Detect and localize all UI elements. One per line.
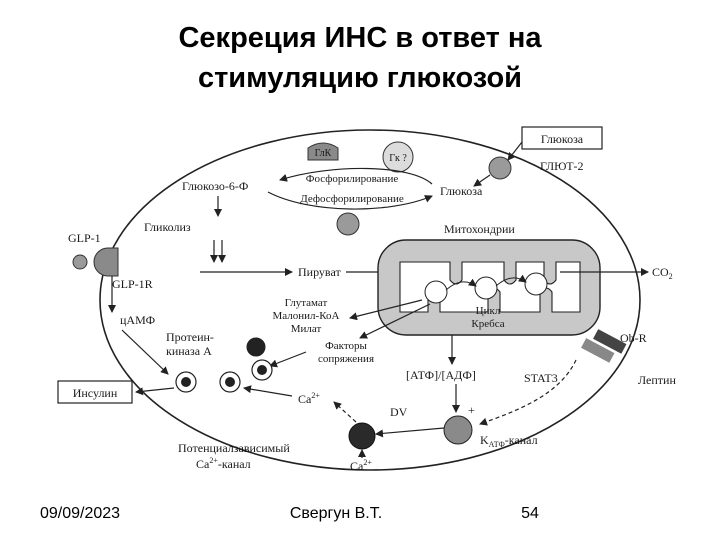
granules-to-insulin-arrow [135, 387, 175, 396]
leptin-label: Лептин [638, 373, 676, 387]
vgcc-superscript: 2+ [209, 456, 218, 465]
ca-to-granules-arrow [243, 385, 293, 397]
katp-label: KАТФ-канал [480, 433, 538, 449]
katp-channel [443, 415, 473, 445]
glucose-inflow-arrow [507, 141, 523, 161]
glut2-label: ГЛЮТ-2 [540, 159, 584, 173]
obr-label: Ob-R [620, 331, 647, 345]
krebs-node-1 [424, 280, 448, 304]
atp-adp-label: [АТФ]/[АДФ] [406, 368, 476, 382]
ca-out-superscript: 2+ [363, 458, 372, 467]
insulin-granule-2-core [225, 377, 235, 387]
glut2-transporter [488, 156, 512, 180]
metabolite-1: Глутамат [285, 297, 328, 309]
krebs-cycle-arrow-2 [495, 274, 527, 287]
slide-title: Секреция ИНС в ответ на стимуляцию глюко… [0, 18, 720, 98]
gk-label: Гк ? [389, 153, 407, 164]
stat3-label: STAT3 [524, 371, 558, 385]
glp1-ligand [72, 254, 88, 270]
footer-author: Свергун В.Т. [289, 505, 383, 522]
glucose-box [521, 126, 603, 150]
title-line-2: стимуляцию глюкозой [197, 62, 523, 94]
vgcc-suffix: -канал [218, 457, 251, 471]
footer-page-number: 54 [521, 505, 539, 522]
katp-subscript: АТФ [489, 440, 505, 449]
krebs-node-2 [474, 276, 498, 300]
katp-plus-sign: + [468, 403, 475, 417]
glk-enzyme [307, 142, 339, 161]
coupling-to-granules-arrow [269, 351, 307, 368]
gk-enzyme [382, 141, 414, 173]
glp1r-label: GLP-1R [112, 277, 153, 291]
ca-out-label: Ca2+ [350, 458, 372, 473]
pka-label-1: Протеин- [166, 330, 214, 344]
krebs-cycle-arrow-1 [445, 278, 477, 291]
vgcc-channel [348, 422, 376, 450]
pka-label-2: киназа А [166, 344, 212, 358]
co2-subscript: 2 [669, 272, 673, 281]
krebs-label-1: Цикл [476, 305, 501, 317]
insulin-label: Инсулин [73, 386, 118, 400]
cell-membrane [99, 129, 641, 471]
insulin-granule-3-core [257, 365, 267, 375]
ca-in-label: Ca2+ [298, 391, 320, 406]
camp-to-insulin-arrow [121, 329, 169, 375]
katp-to-vgcc-arrow [375, 427, 445, 438]
mitochondria-label: Митохондрии [444, 222, 515, 236]
phosphorylation-label: Фосфорилирование [306, 173, 399, 185]
glk-label: ГлК [315, 148, 332, 159]
leptin-receptor [581, 329, 627, 363]
phosphorylation-arrow [279, 167, 433, 185]
vgcc-label-1: Потенциалзависимый [178, 441, 290, 455]
mito-to-coupling-arrow [359, 303, 431, 339]
coupling-label-1: Факторы [325, 340, 367, 352]
dephosphorylation-arrow [267, 191, 433, 210]
glp1r-receptor [93, 247, 119, 277]
dephosphorylation-label: Дефосфорилирование [300, 193, 404, 205]
title-line-1: Секреция ИНС в ответ на [178, 22, 542, 54]
glp1-label: GLP-1 [68, 231, 101, 245]
mito-to-metabolites-arrow [349, 299, 423, 321]
pka-granule [246, 337, 266, 357]
coupling-label-2: сопряжения [318, 353, 374, 365]
vgcc-to-ca-arrow [333, 401, 357, 423]
stat3-to-katp-arrow [479, 359, 577, 426]
footer-date: 09/09/2023 [40, 505, 121, 522]
glut2-to-glucose-arrow [473, 174, 491, 187]
glycolysis-label: Гликолиз [144, 220, 191, 234]
metabolite-3: Милат [291, 323, 322, 335]
krebs-label-2: Кребса [471, 318, 504, 330]
insulin-box [57, 380, 133, 404]
glucose-6-p-label: Глюкозо-6-Ф [182, 179, 248, 193]
vgcc-label-2: Ca2+-канал [196, 456, 251, 471]
pyruvate-label: Пируват [298, 265, 341, 279]
phosphatase-enzyme [336, 212, 360, 236]
glucose-box-label: Глюкоза [541, 132, 584, 146]
ca-in-superscript: 2+ [311, 391, 320, 400]
krebs-node-3 [524, 272, 548, 296]
camp-label: цАМФ [120, 313, 155, 327]
insulin-granule-1-core [181, 377, 191, 387]
metabolite-2: Малонил-КоА [273, 310, 340, 322]
dv-label: DV [390, 405, 408, 419]
glucose-label: Глюкоза [440, 184, 483, 198]
katp-suffix: -канал [505, 433, 538, 447]
co2-label: CO2 [652, 265, 673, 281]
